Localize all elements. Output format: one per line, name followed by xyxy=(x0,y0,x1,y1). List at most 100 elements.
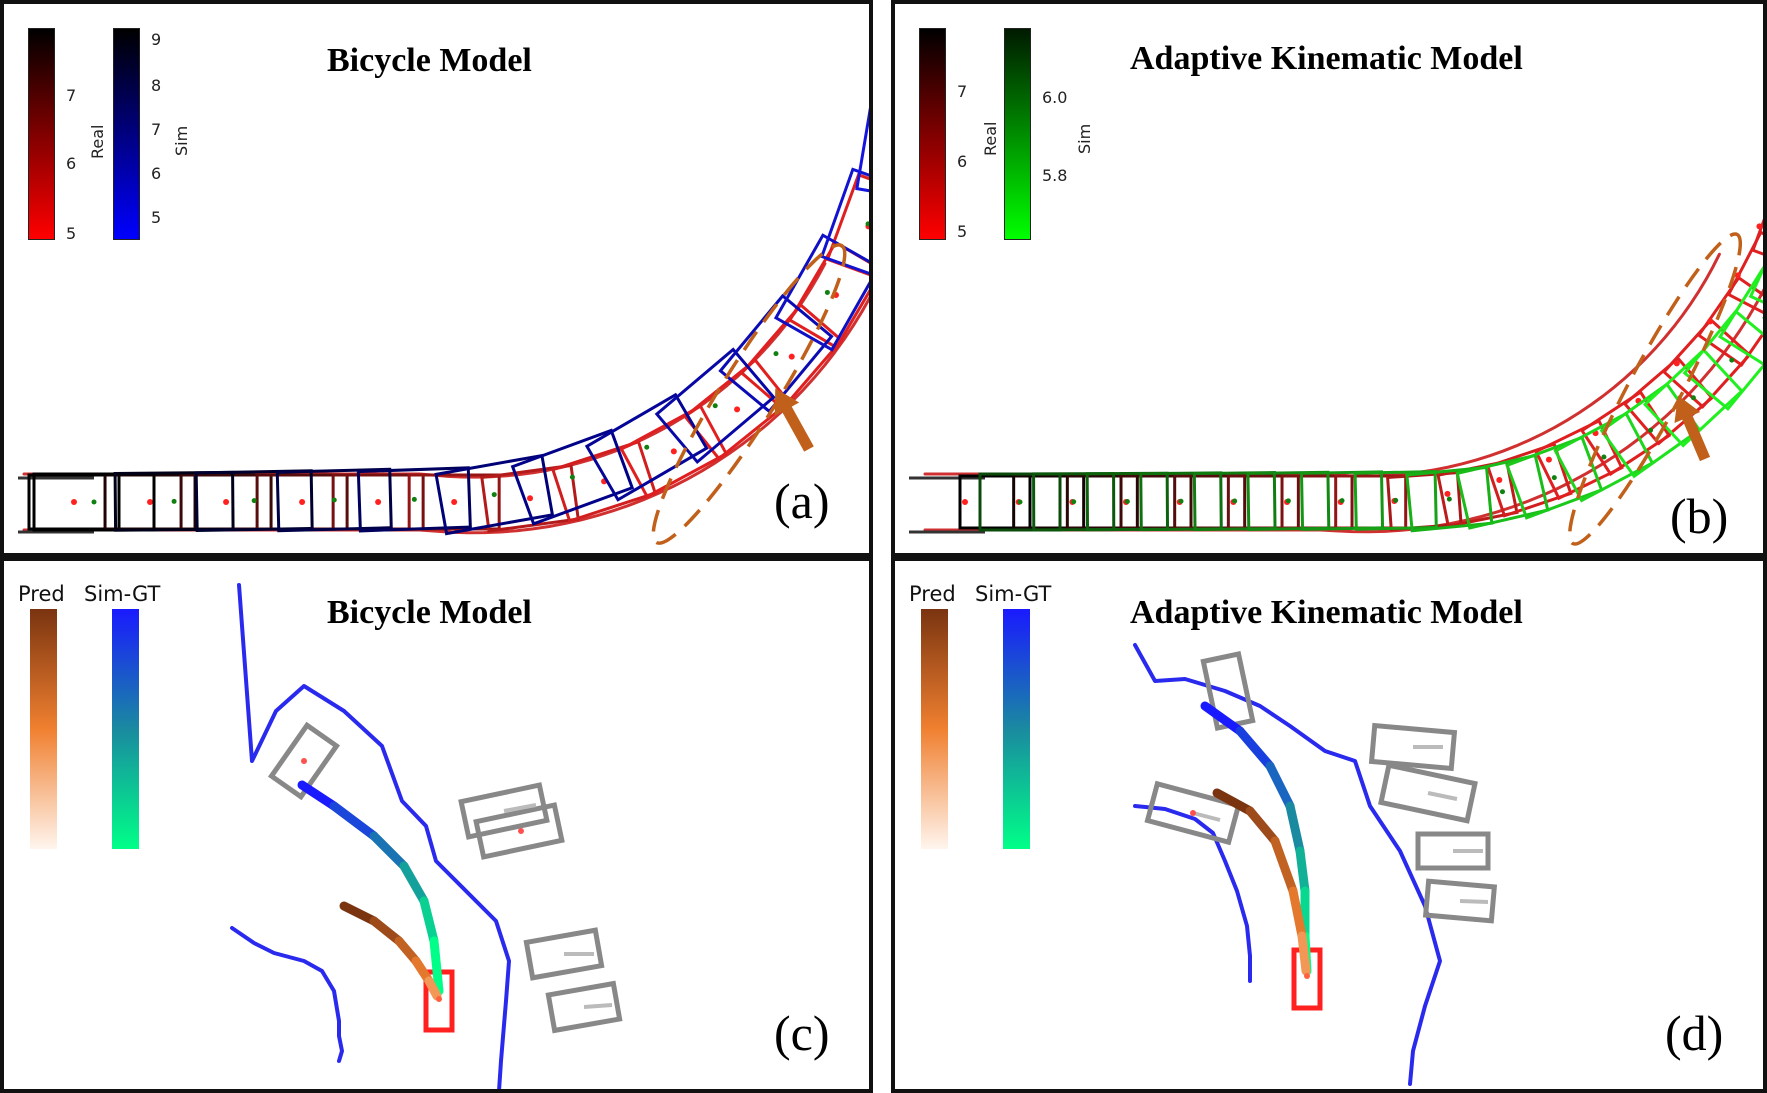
sim-vehicle-box xyxy=(434,453,555,536)
sim-vehicle-box xyxy=(1032,472,1116,532)
vehicle-footprint-plot-a xyxy=(18,98,869,545)
colorbar-tick: 5 xyxy=(957,222,968,241)
agent-heading xyxy=(583,1003,613,1009)
colorbar-tick: 6 xyxy=(151,164,162,183)
real-vehicle-box xyxy=(1065,474,1139,530)
agent-heading xyxy=(503,803,537,813)
colorbar-real xyxy=(28,28,55,240)
panel-title: Adaptive Kinematic Model xyxy=(1130,40,1523,77)
sim-center-dot xyxy=(411,496,417,502)
real-center-dot xyxy=(71,499,77,505)
colorbar-tick: 9 xyxy=(151,30,162,49)
panel-title: Bicycle Model xyxy=(327,42,532,79)
sim-vehicle-box xyxy=(1139,471,1223,532)
swept-outline-real xyxy=(22,296,869,535)
colorbar-tick: 7 xyxy=(151,120,162,139)
panel-label: (b) xyxy=(1670,488,1729,544)
sim-center-dot xyxy=(1601,454,1607,460)
legend-label-pred: Pred xyxy=(909,582,956,606)
arrow-head xyxy=(774,388,800,417)
agent-box xyxy=(473,802,565,860)
sim-gt-trajectory-segment xyxy=(1200,701,1245,736)
sim-gt-trajectory-segment xyxy=(297,780,339,811)
sim-center-dot xyxy=(1499,489,1505,495)
colorbar-label-real: Real xyxy=(88,124,107,160)
legend-gradient-pred xyxy=(30,609,57,849)
sim-center-dot xyxy=(1762,316,1763,320)
colorbar-tick: 5 xyxy=(66,224,77,243)
panel-b-adaptive-trajectory: Adaptive Kinematic Model (b) 7 6 5 Real … xyxy=(891,0,1767,557)
colorbar-tick: 5.8 xyxy=(1042,166,1068,185)
pred-trajectory-segment xyxy=(1297,931,1311,976)
colorbar-tick: 6 xyxy=(66,154,77,173)
sim-center-dot xyxy=(712,403,718,409)
sim-vehicle-box xyxy=(1246,470,1331,531)
colorbar-sim xyxy=(1004,28,1031,240)
sim-gt-trajectory-segment xyxy=(1265,761,1295,811)
sim-vehicle-box xyxy=(584,392,709,502)
sim-center-dot xyxy=(1446,496,1452,502)
sim-center-dot xyxy=(251,498,257,504)
ego-center-dot xyxy=(436,996,442,1002)
sim-vehicle-box xyxy=(1455,453,1550,530)
sim-vehicle-box xyxy=(1405,465,1494,533)
agent-heading xyxy=(1427,791,1458,801)
sim-vehicle-box xyxy=(32,472,156,532)
sim-gt-trajectory-segment xyxy=(1295,846,1310,896)
real-center-dot xyxy=(1496,476,1503,483)
sim-center-dot xyxy=(1017,499,1023,505)
colorbar-real xyxy=(919,28,946,240)
agent-track-line xyxy=(1133,804,1252,983)
real-vehicle-box xyxy=(1012,474,1086,530)
agent-box xyxy=(545,980,623,1034)
sim-center-dot xyxy=(171,498,177,504)
sim-vehicle-box xyxy=(1682,309,1763,411)
real-center-dot xyxy=(788,353,795,360)
colorbar-tick: 5 xyxy=(151,208,162,227)
sim-vehicle-box xyxy=(356,466,472,533)
legend-label-sim-gt: Sim-GT xyxy=(84,582,161,606)
highlight-ellipse xyxy=(1567,232,1743,546)
sim-vehicle-box xyxy=(773,233,869,352)
sim-gt-trajectory-segment xyxy=(399,861,429,906)
swept-outline-real xyxy=(923,252,1721,478)
real-center-dot xyxy=(1734,272,1741,279)
sim-vehicle-box xyxy=(654,347,776,465)
sim-vehicle-box xyxy=(275,467,393,533)
sim-center-dot xyxy=(1393,497,1399,503)
arrow-shaft xyxy=(1679,409,1711,462)
panel-title: Bicycle Model xyxy=(327,594,532,631)
arrow-head xyxy=(1674,395,1701,424)
panel-title: Adaptive Kinematic Model xyxy=(1130,594,1523,631)
legend-gradient-sim-gt xyxy=(1003,609,1030,849)
agent-box xyxy=(1415,831,1491,871)
legend-gradient-pred xyxy=(921,609,948,849)
panel-label: (a) xyxy=(774,473,830,529)
real-vehicle-box xyxy=(551,439,658,523)
panel-a-bicycle-trajectory: Bicycle Model (a) 7 6 5 Real 9 8 7 6 5 S… xyxy=(0,0,873,557)
panel-label: (c) xyxy=(774,1005,830,1061)
pred-trajectory-segment xyxy=(1288,886,1307,941)
sim-gt-trajectory-segment xyxy=(419,896,439,946)
vehicle-footprint-plot-b xyxy=(909,182,1763,546)
sim-vehicle-box xyxy=(718,293,834,414)
sim-vehicle-box xyxy=(978,472,1062,532)
sim-gt-trajectory-segment xyxy=(369,831,409,871)
real-center-dot xyxy=(1756,223,1763,230)
panel-d-adaptive-scene: Adaptive Kinematic Model (d) Pred Sim-GT xyxy=(891,557,1767,1093)
agent-center-dot xyxy=(301,758,307,764)
sim-vehicle-box xyxy=(1718,266,1763,369)
sim-center-dot xyxy=(1551,475,1557,481)
sim-vehicle-box xyxy=(1085,471,1170,532)
sim-center-dot xyxy=(1285,498,1291,504)
agent-track-line xyxy=(230,926,344,1063)
sim-vehicle-box xyxy=(1353,469,1438,531)
sim-vehicle-box xyxy=(855,98,869,202)
sim-gt-trajectory-segment xyxy=(1235,726,1275,771)
real-center-dot xyxy=(147,499,154,505)
ego-center-dot xyxy=(1304,973,1310,979)
real-center-dot xyxy=(223,499,230,505)
agent-heading xyxy=(1459,899,1489,904)
sim-center-dot xyxy=(644,444,650,450)
sim-vehicle-box xyxy=(1299,470,1385,531)
